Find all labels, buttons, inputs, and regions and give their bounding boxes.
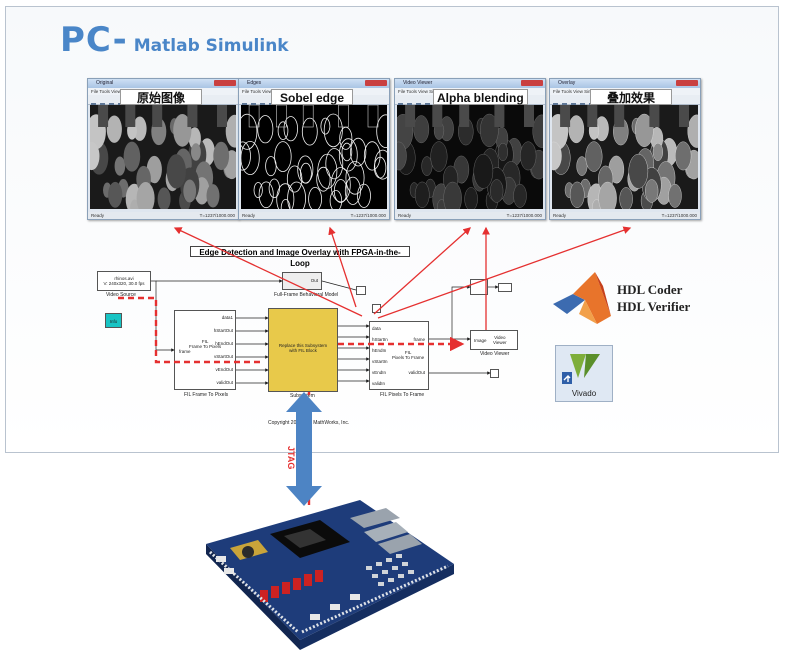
video-source-block[interactable]: rhinos.avi V: 240x320, 30.0 fps [97,271,151,291]
jtag-label: JTAG [286,446,296,470]
video-window-blend[interactable]: Video Viewer File Tools View Simulation … [394,78,546,220]
video-source-caption: Video Source [106,292,136,298]
window-label: 原始图像 [120,89,202,105]
port-label: hEndIn [372,348,387,353]
port-label: hEndOut [215,341,233,346]
behavioral-model-caption: Full-Frame Behavioral Model [274,292,339,298]
behavioral-out-port: Out [310,278,318,283]
window-titlebar[interactable]: Original [88,79,238,88]
video-viewer-caption: Video Viewer [480,351,510,357]
close-icon[interactable] [214,80,236,86]
port-label: vStartIn [372,359,388,364]
image-port: Image [474,338,487,343]
port-label: data [372,326,381,331]
video-frame-image [90,105,236,209]
port-label: validIn [372,381,386,386]
page-heading: PC-Matlab Simulink [60,20,289,60]
frame-to-pixels-caption: FIL Frame To Pixels [184,392,229,398]
fil-pixels-to-frame-block[interactable]: data hStartIn hEndIn vStartIn vEndIn val… [369,321,429,390]
frame-to-pixels-inner: FIL Frame To Pixels [189,339,222,349]
vivado-logo-icon [562,354,600,384]
port-label: vStartOut [213,354,233,359]
window-titlebar[interactable]: Edges [239,79,389,88]
fpga-board-image [206,500,454,650]
vivado-label: Vivado [571,389,597,398]
port-label: hStartIn [372,337,388,342]
video-frame-image [241,105,387,209]
validout-port: validOut [408,370,425,375]
video-frame-image [552,105,698,209]
window-label: Sobel edge [271,89,353,105]
port-label: data1 [221,315,233,320]
video-window-overlay[interactable]: Overlay File Tools View Simulation Help … [549,78,701,220]
window-titlebar[interactable]: Video Viewer [395,79,545,88]
frame-out-port: frame [413,337,425,342]
video-viewer-inner: Video Viewer [493,335,507,345]
info-label: Info [109,319,118,324]
pixels-to-frame-caption: FIL Pixels To Frame [380,392,425,398]
port-label: validOut [216,380,233,385]
diagram-title: Edge Detection and Image Overlay with FP… [190,246,410,268]
close-icon[interactable] [521,80,543,86]
port-label: hStartOut [213,328,233,333]
pixels-to-frame-inner: FIL Pixels To Frame [392,350,425,360]
close-icon[interactable] [676,80,698,86]
port-label: vEndIn [372,370,387,375]
matlab-logo-icon [553,272,611,324]
info-block[interactable]: Info [105,313,122,328]
video-window-edges[interactable]: Edges File Tools View Simulation Help Re… [238,78,390,220]
port-label: vEndOut [215,367,233,372]
hdl-verifier-label: HDL Verifier [617,299,691,314]
close-icon[interactable] [365,80,387,86]
video-frame-image [397,105,543,209]
window-label: Alpha blending [433,89,528,105]
subsystem-text: Replace this Subsystem with FIL Block [278,343,328,353]
pc-title: PC- [60,20,128,60]
video-source-file: rhinos.avi [114,276,134,281]
gain-block[interactable] [356,286,366,295]
window-label: 叠加效果 [590,89,672,105]
fil-frame-to-pixels-block[interactable]: frame FIL Frame To Pixels data1 hStartOu… [174,310,236,390]
window-titlebar[interactable]: Overlay [550,79,700,88]
jtag-double-arrow [286,392,322,506]
frame-in-port: frame [179,349,191,354]
video-source-format: V: 240x320, 30.0 fps [103,281,145,286]
vivado-app-icon[interactable]: Vivado [555,345,613,402]
hdl-coder-label: HDL Coder [617,282,683,297]
fil-subsystem-block[interactable]: Replace this Subsystem with FIL Block [268,308,338,392]
matlab-simulink-subtitle: Matlab Simulink [133,36,289,56]
